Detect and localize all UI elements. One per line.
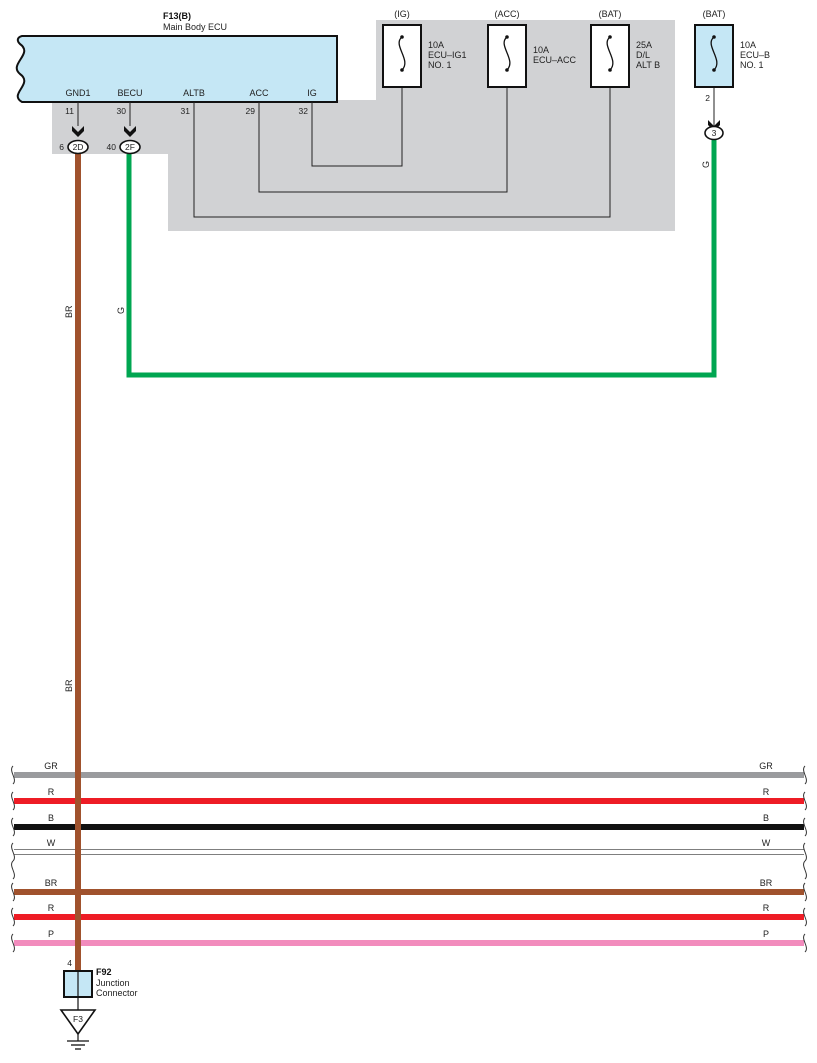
fuse-pin-number: 2	[705, 93, 710, 103]
wire-label-br: BR	[64, 679, 74, 692]
pin-number-32: 32	[299, 106, 309, 116]
fuse-name-2: ALT B	[636, 60, 660, 70]
junction-name-2: Connector	[96, 988, 138, 998]
pin-number-11: 11	[65, 106, 74, 116]
harness-wire-br: BR BR	[11, 878, 807, 902]
fuse-name-2: NO. 1	[740, 60, 764, 70]
junction-connector-2d: 6 2D	[59, 139, 89, 155]
fuse-ecu-acc: (ACC) 10A ECU–ACC	[487, 9, 577, 88]
harness-label-left: W	[47, 838, 56, 848]
ground-f3: F3	[59, 997, 97, 1050]
harness-label-left: P	[48, 929, 54, 939]
connector-3: 3	[704, 125, 724, 141]
harness-label-right: B	[763, 813, 769, 823]
green-wire	[126, 140, 717, 378]
fuse-ecu-b: (BAT) 10A ECU–B NO. 1 2	[694, 9, 770, 103]
junction-name: Junction	[96, 978, 130, 988]
junction-id: 2F	[125, 142, 135, 152]
internal-wires	[77, 76, 715, 218]
fuse-name: ECU–B	[740, 50, 770, 60]
fuse-rating: 25A	[636, 40, 652, 50]
harness-label-right: W	[762, 838, 771, 848]
main-body-ecu: F13(B) Main Body ECU GND1 BECU ALTB ACC …	[15, 11, 338, 116]
harness-label-right: GR	[759, 761, 773, 771]
pin-label-altb: ALTB	[183, 88, 205, 98]
harness-label-left: GR	[44, 761, 58, 771]
fuse-source: (BAT)	[703, 9, 726, 19]
junction-pin: 4	[67, 958, 72, 968]
junction-pin: 6	[59, 142, 64, 152]
junction-connector-2f: 40 2F	[107, 139, 141, 155]
fuse-source: (ACC)	[495, 9, 520, 19]
harness-label-left: B	[48, 813, 54, 823]
fuse-rating: 10A	[428, 40, 444, 50]
pin-number-31: 31	[181, 106, 191, 116]
harness-label-left: BR	[45, 878, 58, 888]
harness-label-right: P	[763, 929, 769, 939]
fuse-dl-alt-b: (BAT) 25A D/L ALT B	[590, 9, 660, 88]
wire-label-g: G	[116, 307, 126, 314]
harness-break	[11, 860, 807, 880]
junction-code: F92	[96, 967, 112, 977]
fuse-source: (IG)	[394, 9, 410, 19]
fuse-ecu-ig1: (IG) 10A ECU–IG1 NO. 1	[382, 9, 467, 88]
harness-label-right: R	[763, 903, 770, 913]
wire-label-br: BR	[64, 305, 74, 318]
ecu-code: F13(B)	[163, 11, 191, 21]
fuse-name: ECU–ACC	[533, 55, 577, 65]
fuse-source: (BAT)	[599, 9, 622, 19]
junction-id: 2D	[73, 142, 84, 152]
pin-label-acc: ACC	[249, 88, 269, 98]
pin-label-ig: IG	[307, 88, 317, 98]
pin-number-29: 29	[246, 106, 256, 116]
fuse-rating: 10A	[533, 45, 549, 55]
fuse-name-2: NO. 1	[428, 60, 452, 70]
fuse-rating: 10A	[740, 40, 756, 50]
junction-pin: 40	[107, 142, 117, 152]
pin-number-30: 30	[117, 106, 127, 116]
ecu-name: Main Body ECU	[163, 22, 227, 32]
wire-label-g: G	[701, 161, 711, 168]
pin-label-gnd1: GND1	[65, 88, 90, 98]
harness-label-left: R	[48, 787, 55, 797]
fuse-name: D/L	[636, 50, 650, 60]
fuse-name: ECU–IG1	[428, 50, 467, 60]
harness-wire-gr: GR GR	[11, 761, 807, 785]
harness-label-right: BR	[760, 878, 773, 888]
ground-code: F3	[73, 1014, 83, 1024]
pin-label-becu: BECU	[117, 88, 142, 98]
harness-label-left: R	[48, 903, 55, 913]
connector-id: 3	[712, 128, 717, 138]
harness-label-right: R	[763, 787, 770, 797]
